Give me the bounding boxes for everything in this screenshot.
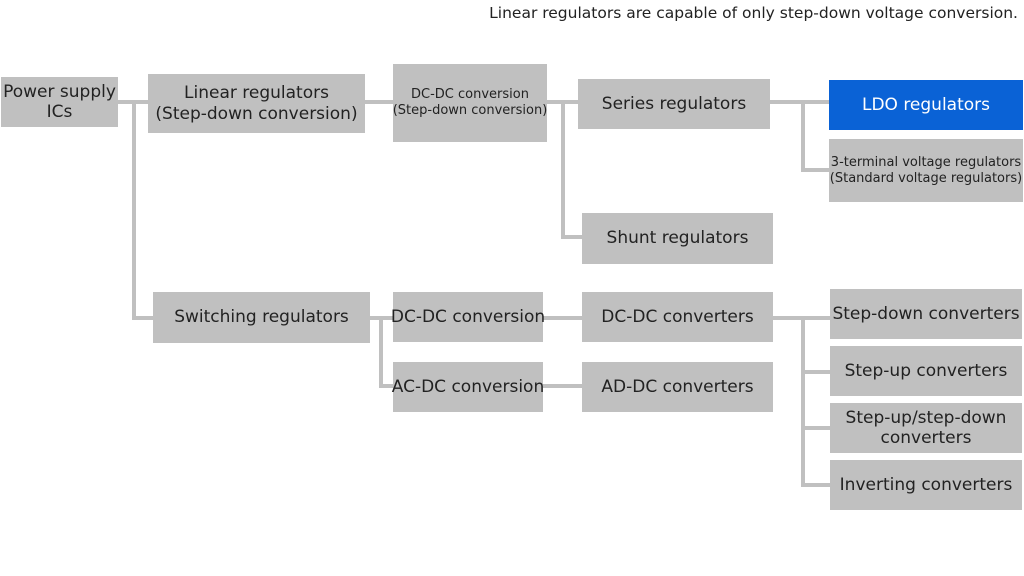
node-power-supply-ics: Power supply ICs [1,77,118,127]
node-stepdown-converters: Step-down converters [830,289,1022,339]
caption-note: Linear regulators are capable of only st… [489,4,1018,22]
node-series-regulators: Series regulators [578,79,770,129]
node-linear-regulators: Linear regulators (Step-down conversion) [148,74,365,133]
node-shunt-regulators: Shunt regulators [582,213,773,264]
node-dcdc-converters: DC-DC converters [582,292,773,342]
node-inverting-converters: Inverting converters [830,460,1022,510]
node-switching-dcdc-conversion: DC-DC conversion [391,292,545,342]
node-linear-dcdc-conversion: DC-DC conversion (Step-down conversion) [393,64,547,142]
node-addc-converters: AD-DC converters [582,362,773,412]
node-acdc-conversion: AC-DC conversion [392,362,544,412]
node-ldo-regulators: LDO regulators [829,80,1023,130]
node-three-terminal-regulators: 3-terminal voltage regulators (Standard … [829,139,1023,202]
node-switching-regulators: Switching regulators [153,292,370,343]
node-stepup-stepdown-converters: Step-up/step-down converters [830,403,1022,453]
node-stepup-converters: Step-up converters [830,346,1022,396]
